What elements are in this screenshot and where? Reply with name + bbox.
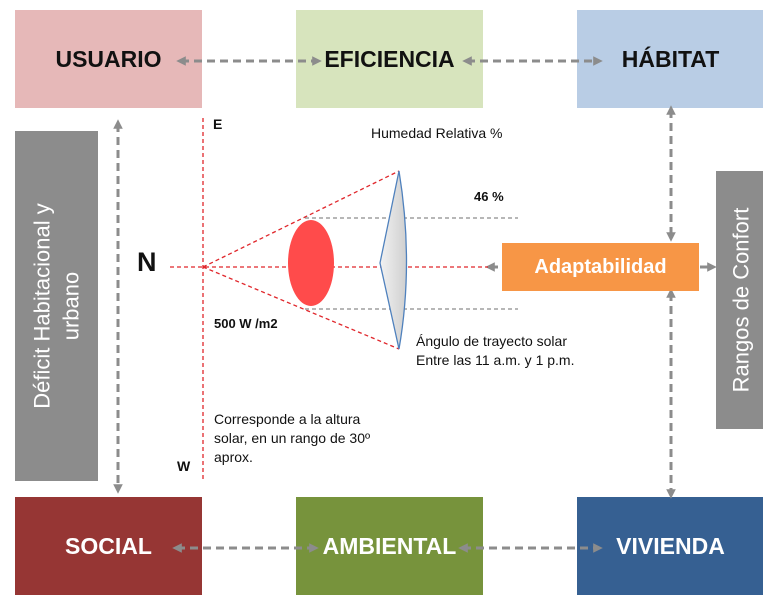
angulo-label: Ángulo de trayecto solar Entre las 11 a.… bbox=[416, 332, 574, 370]
usuario-box: USUARIO bbox=[15, 10, 202, 108]
sun-ray-lower bbox=[202, 266, 400, 350]
habitat-label: HÁBITAT bbox=[621, 45, 720, 72]
vivienda-label: VIVIENDA bbox=[616, 532, 725, 559]
vivienda-box: VIVIENDA bbox=[577, 497, 763, 595]
altura-line-1: Corresponde a la altura bbox=[214, 411, 361, 427]
sun-ellipse bbox=[288, 220, 334, 306]
humedad-label: Humedad Relativa % bbox=[371, 125, 503, 141]
west-label: W bbox=[177, 458, 191, 474]
percent-label: 46 % bbox=[474, 189, 504, 204]
adaptabilidad-label: Adaptabilidad bbox=[534, 255, 667, 278]
rangos-confort-box: Rangos de Confort bbox=[716, 171, 763, 429]
habitat-box: HÁBITAT bbox=[577, 10, 763, 108]
north-label: N bbox=[137, 247, 157, 277]
angulo-line-2: Entre las 11 a.m. y 1 p.m. bbox=[416, 352, 575, 368]
sun-ray-upper bbox=[202, 170, 400, 268]
altura-label: Corresponde a la altura solar, en un ran… bbox=[214, 410, 370, 467]
eficiencia-box: EFICIENCIA bbox=[296, 10, 483, 108]
ambiental-box: AMBIENTAL bbox=[296, 497, 483, 595]
deficit-habitacional-box: Déficit Habitacional y urbano bbox=[15, 131, 98, 481]
ambiental-label: AMBIENTAL bbox=[322, 532, 457, 559]
adaptabilidad-box: Adaptabilidad bbox=[502, 243, 699, 291]
altura-line-3: aprox. bbox=[214, 449, 253, 465]
east-label: E bbox=[213, 116, 223, 132]
eficiencia-label: EFICIENCIA bbox=[324, 45, 455, 72]
solar-angle-lens bbox=[379, 170, 408, 350]
social-box: SOCIAL bbox=[15, 497, 202, 595]
social-label: SOCIAL bbox=[65, 532, 152, 559]
angulo-line-1: Ángulo de trayecto solar bbox=[416, 333, 567, 349]
radiation-label: 500 W /m2 bbox=[214, 316, 278, 331]
usuario-label: USUARIO bbox=[55, 45, 162, 72]
altura-line-2: solar, en un rango de 30º bbox=[214, 430, 371, 446]
